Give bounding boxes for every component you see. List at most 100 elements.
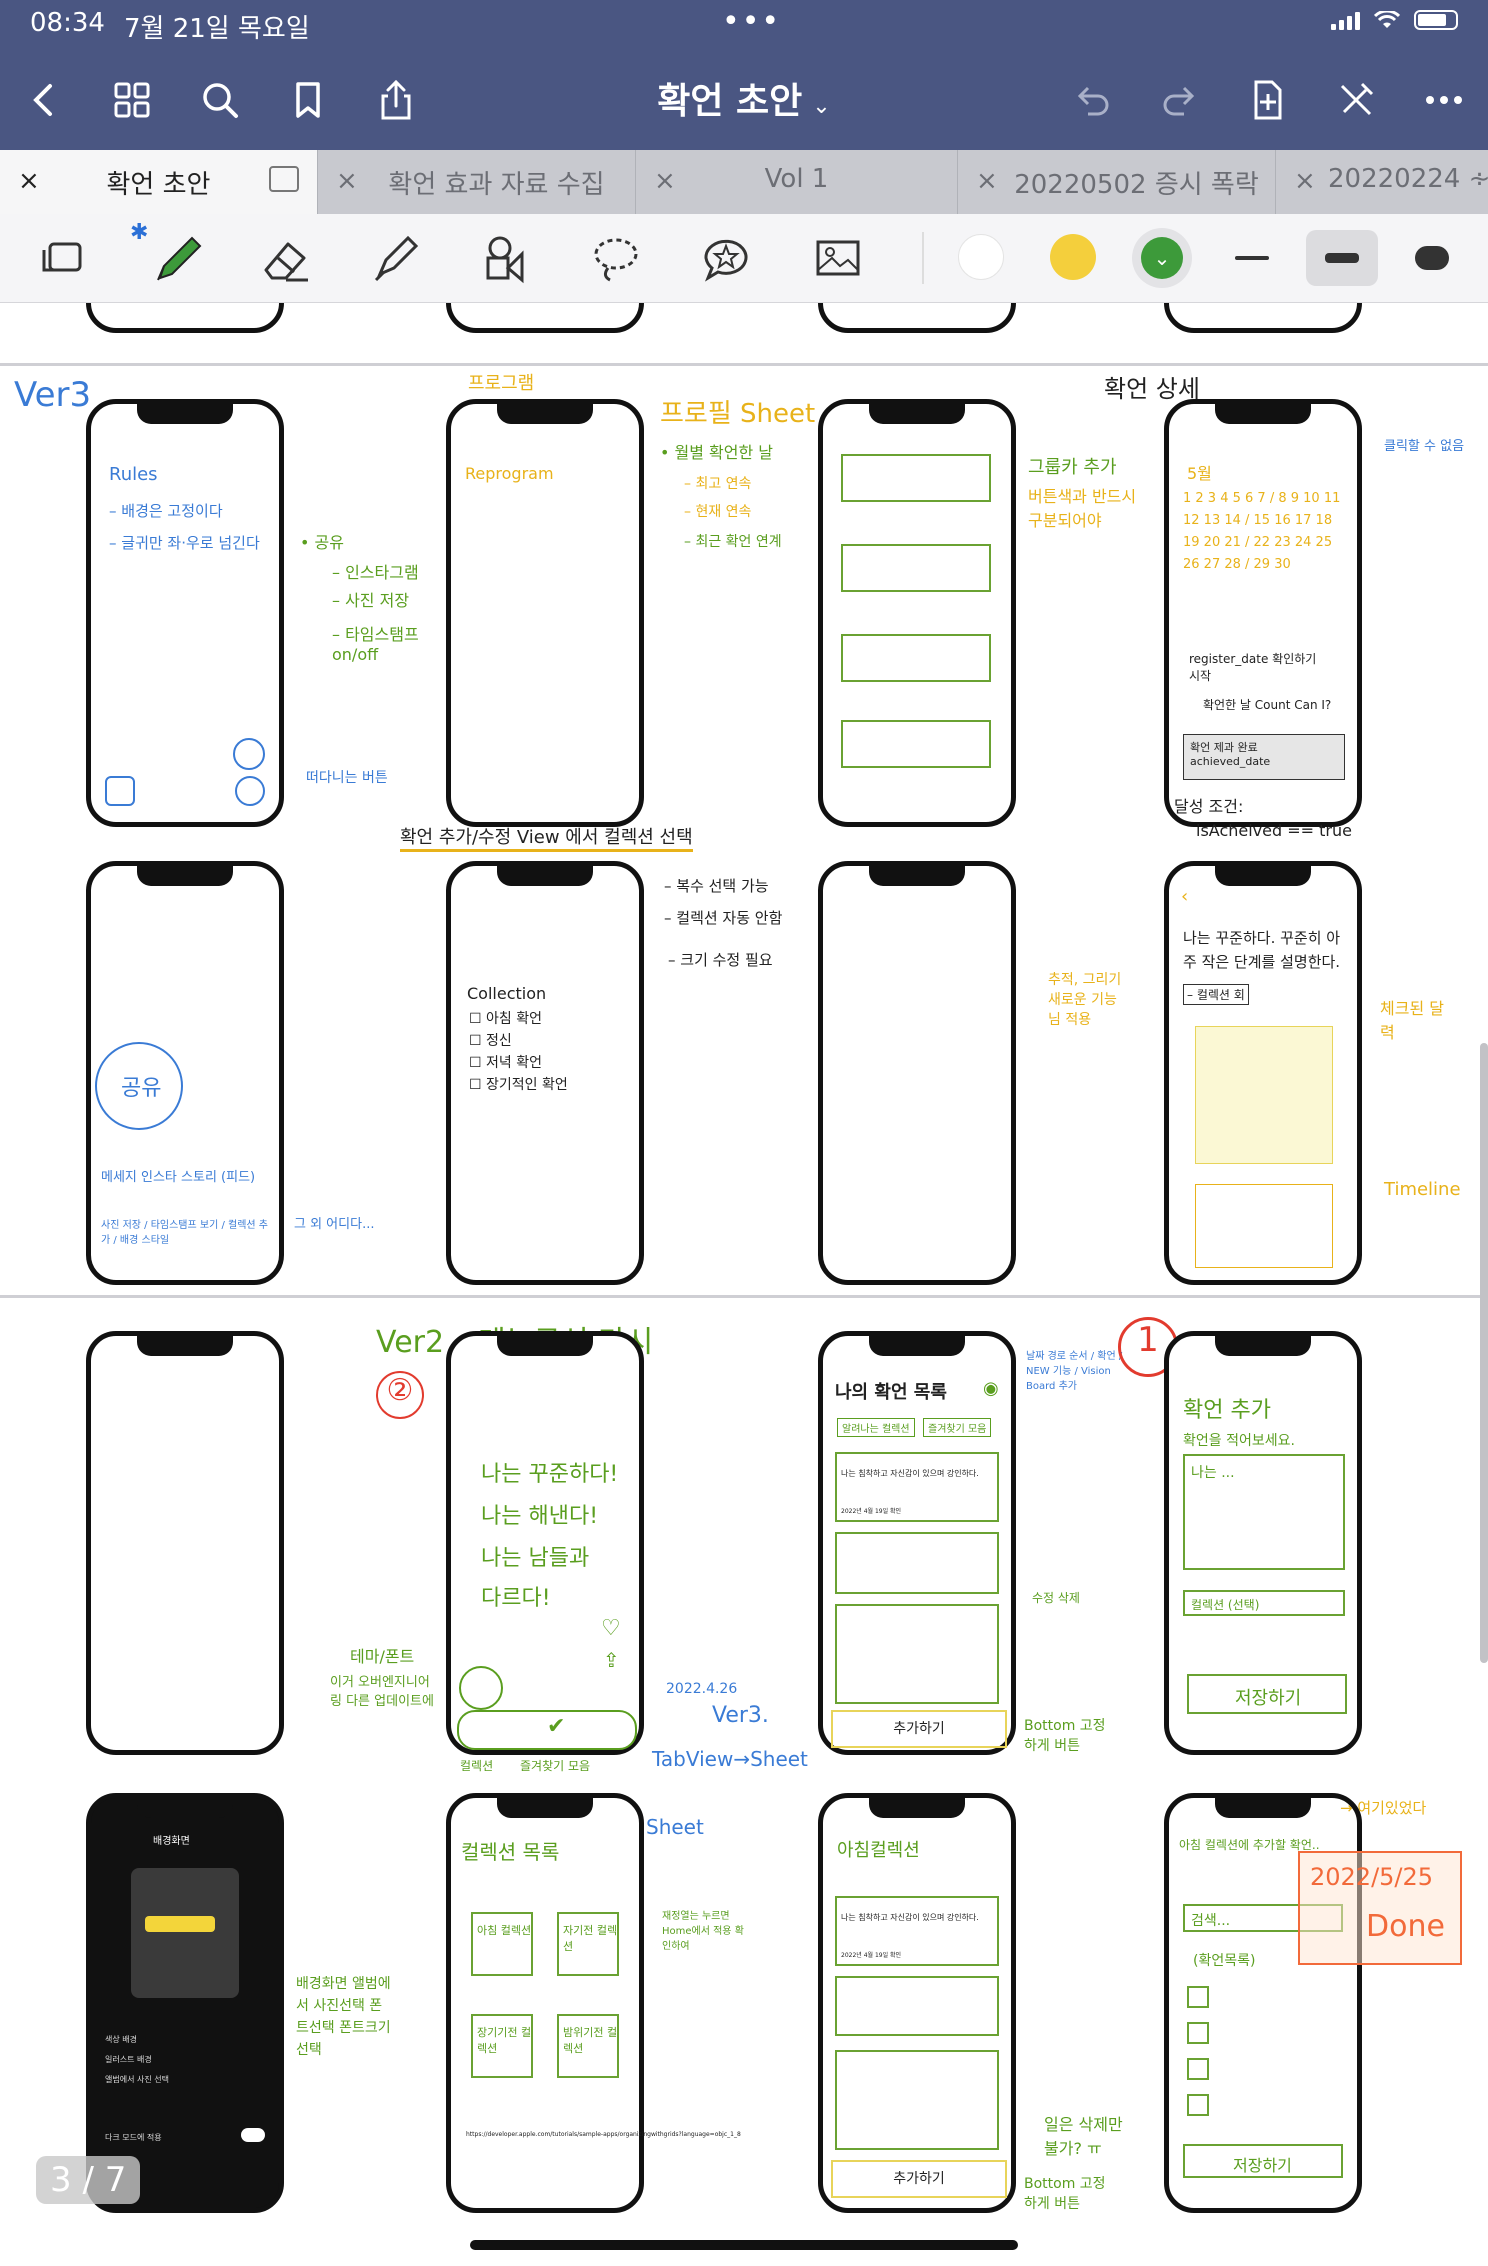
group-card[interactable] bbox=[841, 544, 991, 592]
checkbox[interactable] bbox=[1187, 2058, 1209, 2080]
check-icon[interactable]: ✔ bbox=[547, 1714, 566, 1739]
back-icon[interactable]: ‹ bbox=[1181, 886, 1189, 907]
share-circle: 공유 bbox=[95, 1042, 183, 1130]
phone-frame bbox=[1164, 303, 1362, 333]
group-card[interactable] bbox=[841, 634, 991, 682]
phone-collection: Collection ☐ 아침 확언 ☐ 정신 ☐ 저녁 확언 ☐ 장기적인 확… bbox=[446, 861, 644, 1285]
profile-icon[interactable] bbox=[233, 738, 265, 770]
search-icon[interactable] bbox=[192, 72, 248, 128]
phone-my-list: 나의 확언 목록 ◉ 알려나는 컬렉션 즐겨찾기 모음 나는 침착하고 자신감이… bbox=[818, 1331, 1016, 1755]
eraser-icon[interactable] bbox=[254, 226, 318, 290]
phone-frame bbox=[446, 303, 644, 333]
profile-icon[interactable]: ◉ bbox=[983, 1378, 999, 1399]
close-icon[interactable]: × bbox=[1294, 166, 1316, 196]
page-divider bbox=[0, 1295, 1488, 1298]
collection-tile[interactable]: 밤위기전 컬렉션 bbox=[557, 2014, 619, 2078]
rotate-view-icon[interactable] bbox=[32, 226, 96, 290]
multitasking-dots[interactable]: ••• bbox=[722, 4, 782, 39]
heart-icon[interactable]: ♡ bbox=[601, 1616, 621, 1641]
more-icon[interactable] bbox=[1416, 72, 1472, 128]
stroke-medium[interactable] bbox=[1306, 230, 1378, 286]
add-page-icon[interactable] bbox=[1240, 72, 1296, 128]
affirmation-card[interactable] bbox=[835, 1976, 999, 2036]
back-icon[interactable] bbox=[16, 72, 72, 128]
affirmation-card[interactable]: 나는 침착하고 자신감이 있으며 강인하다. 2022년 4월 19일 확인 bbox=[835, 1896, 999, 1966]
add-button[interactable]: 추가하기 bbox=[831, 2160, 1007, 2198]
color-yellow-swatch[interactable] bbox=[1050, 234, 1096, 280]
achieved-box: 확언 제과 완료 achieved_date bbox=[1183, 734, 1345, 780]
tab-bar[interactable]: ✔ bbox=[457, 1710, 637, 1750]
phone-blank bbox=[86, 1331, 284, 1755]
color-green-swatch[interactable]: ⌄ bbox=[1132, 228, 1192, 288]
collection-tile[interactable]: 아침 컬렉션 bbox=[471, 1912, 533, 1976]
note-canvas[interactable]: Ver3 Rules – 배경은 고정이다 – 글귀만 좌·우로 넘긴다 • 공… bbox=[0, 303, 1488, 2266]
highlighter-icon[interactable] bbox=[364, 226, 428, 290]
save-button[interactable]: 저장하기 bbox=[1187, 1674, 1347, 1714]
bookmark-icon[interactable] bbox=[280, 72, 336, 128]
system-indicators bbox=[1331, 10, 1458, 30]
phone-share: 공유 메세지 인스타 스토리 (피드) 사진 저장 / 타임스탬프 보기 / 컬… bbox=[86, 861, 284, 1285]
checkbox[interactable] bbox=[1187, 1986, 1209, 2008]
image-icon[interactable] bbox=[806, 226, 870, 290]
grid-icon[interactable] bbox=[105, 776, 135, 806]
menu-icon[interactable] bbox=[235, 776, 265, 806]
collection-tile[interactable]: 자기전 컬렉션 bbox=[557, 1912, 619, 1976]
affirmation-input[interactable]: 나는 ... bbox=[1183, 1454, 1345, 1570]
tab-20220502[interactable]: × 20220502 증시 폭락 bbox=[958, 150, 1276, 214]
tab-affirmation-draft[interactable]: × 확언 초안 bbox=[0, 150, 318, 214]
pen-icon[interactable] bbox=[146, 226, 210, 290]
collection-tile[interactable]: 장기기전 컬렉션 bbox=[471, 2014, 533, 2078]
stroke-thin[interactable] bbox=[1216, 230, 1288, 286]
phone-home-affirmation: 나는 꾸준하다! 나는 해낸다! 나는 남들과 다르다! ♡ ⇪ ✔ bbox=[446, 1331, 644, 1755]
phone-affirmation-detail: ‹ 나는 꾸준하다. 꾸준히 아주 작은 단계를 설명한다. – 컬렉션 회 bbox=[1164, 861, 1362, 1285]
profile-icon[interactable] bbox=[459, 1666, 503, 1710]
navigation-bar: 확언 초안⌄ bbox=[0, 50, 1488, 150]
share-icon[interactable] bbox=[368, 72, 424, 128]
checkbox[interactable] bbox=[1187, 2094, 1209, 2116]
affirmation-card[interactable]: 나는 침착하고 자신감이 있으며 강인하다. 2022년 4월 19일 확인 bbox=[835, 1452, 999, 1522]
lasso-icon[interactable] bbox=[584, 226, 648, 290]
home-indicator[interactable] bbox=[470, 2240, 1018, 2250]
done-stamp: 2022/5/25 Done bbox=[1298, 1851, 1462, 1965]
ver3-label: Ver3 bbox=[14, 375, 92, 415]
undo-icon[interactable] bbox=[1064, 72, 1120, 128]
tab-affirmation-research[interactable]: × 확언 효과 자료 수집 bbox=[318, 150, 636, 214]
close-icon[interactable]: × bbox=[976, 166, 998, 196]
grid-icon[interactable] bbox=[104, 72, 160, 128]
chip-collection[interactable]: 알려나는 컬렉션 bbox=[837, 1418, 915, 1437]
add-button[interactable]: 추가하기 bbox=[831, 1710, 1007, 1748]
status-bar: 08:34 7월 21일 목요일 ••• bbox=[0, 0, 1488, 50]
wifi-icon bbox=[1374, 11, 1400, 28]
collection-picker[interactable]: 컬렉션 (선택) bbox=[1183, 1590, 1345, 1616]
date: 7월 21일 목요일 bbox=[124, 14, 310, 44]
group-card[interactable] bbox=[841, 454, 991, 502]
affirmation-card[interactable] bbox=[835, 1532, 999, 1594]
share-icon[interactable]: ⇪ bbox=[603, 1648, 620, 1672]
close-icon[interactable]: × bbox=[654, 166, 676, 196]
save-button[interactable]: 저장하기 bbox=[1183, 2144, 1343, 2178]
page-indicator: 3 / 7 bbox=[36, 2156, 141, 2204]
stroke-thick[interactable] bbox=[1396, 230, 1468, 286]
chip-favorites[interactable]: 즐겨찾기 모음 bbox=[923, 1418, 992, 1437]
pen-off-icon[interactable] bbox=[1328, 72, 1384, 128]
color-white-swatch[interactable] bbox=[958, 234, 1004, 280]
dark-mode-toggle[interactable] bbox=[241, 2128, 265, 2142]
tab-vol-1[interactable]: × Vol 1 bbox=[636, 150, 958, 214]
page-divider bbox=[0, 363, 1488, 366]
document-title[interactable]: 확언 초안⌄ bbox=[657, 81, 831, 122]
scrollbar[interactable] bbox=[1480, 1043, 1488, 1663]
phone-frame bbox=[86, 303, 284, 333]
cellular-icon bbox=[1331, 10, 1360, 30]
close-icon[interactable]: × bbox=[18, 166, 40, 196]
affirmation-card[interactable] bbox=[835, 2050, 999, 2150]
bluetooth-icon: ✱ bbox=[130, 220, 149, 245]
shapes-icon[interactable] bbox=[474, 226, 538, 290]
close-icon[interactable]: × bbox=[336, 166, 358, 196]
affirmation-card[interactable] bbox=[835, 1604, 999, 1704]
redo-icon[interactable] bbox=[1152, 72, 1208, 128]
checkbox[interactable] bbox=[1187, 2022, 1209, 2044]
group-card[interactable] bbox=[841, 720, 991, 768]
tab-20220224[interactable]: × 20220224 ∻ bbox=[1294, 164, 1488, 196]
phone-morning-collection: 아침컬렉션 나는 침착하고 자신감이 있으며 강인하다. 2022년 4월 19… bbox=[818, 1793, 1016, 2213]
sticker-icon[interactable] bbox=[694, 226, 758, 290]
